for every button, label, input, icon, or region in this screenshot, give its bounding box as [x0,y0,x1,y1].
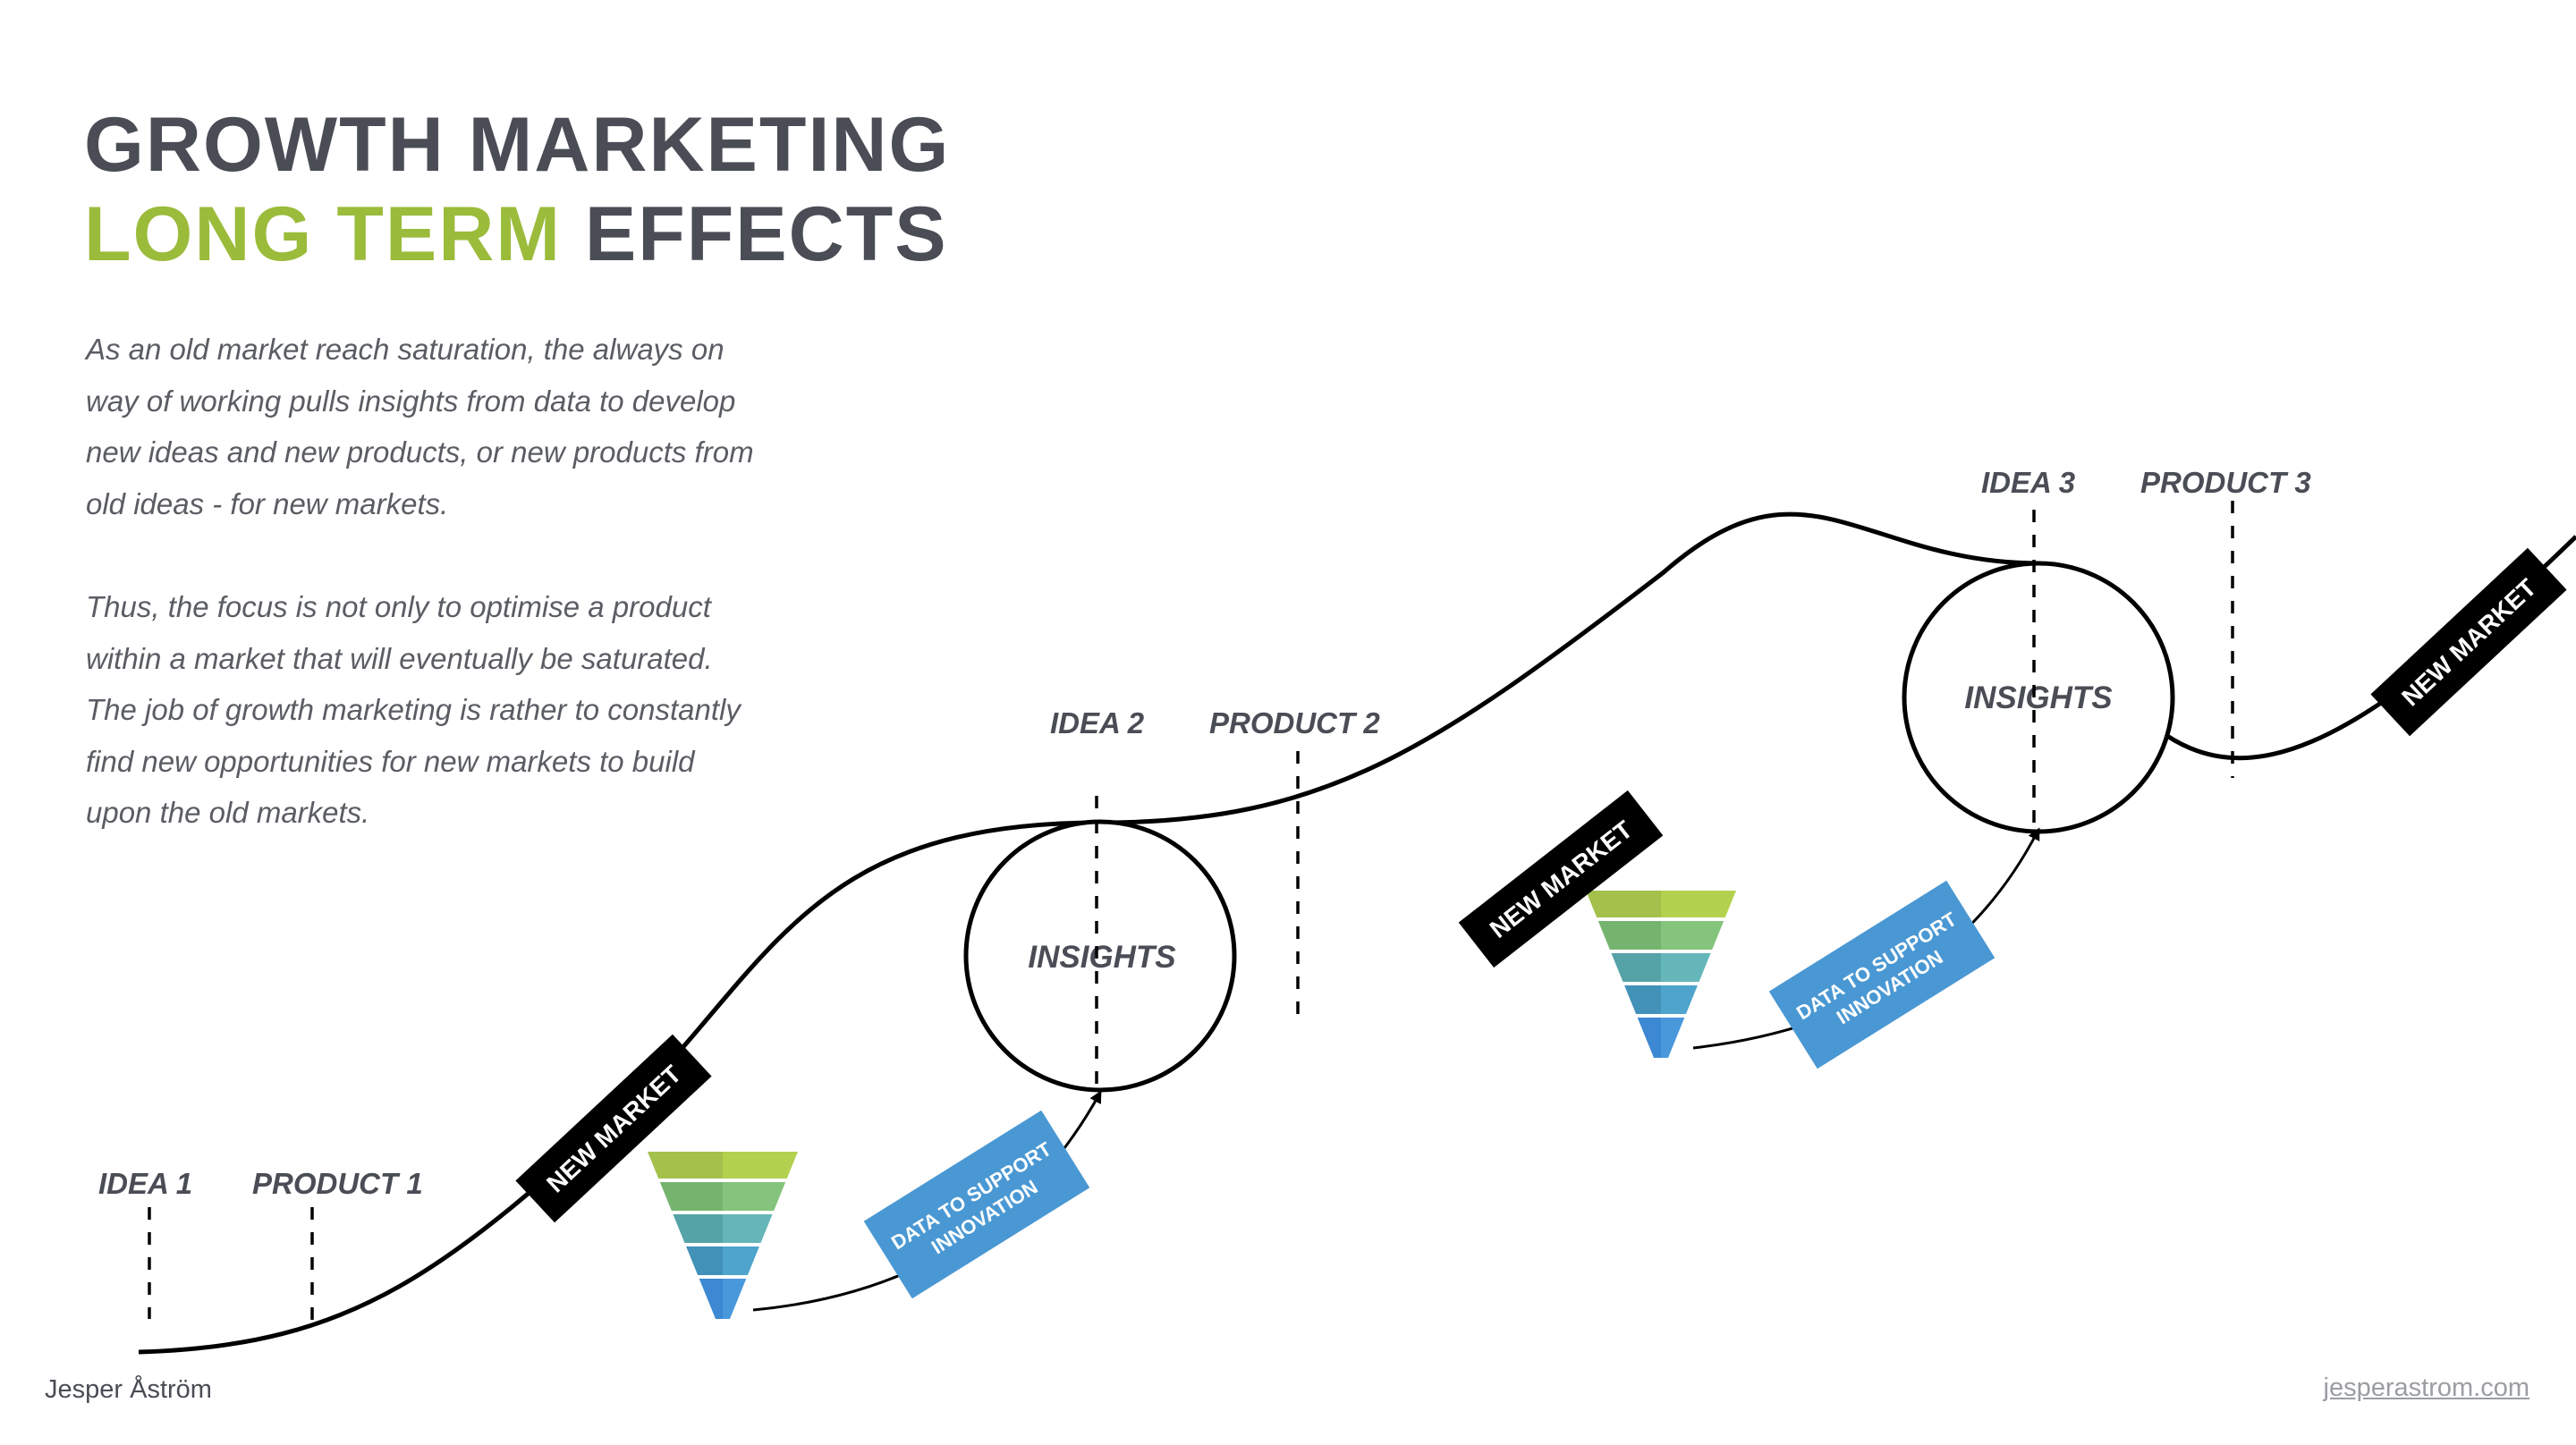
funnel-icon [1586,891,1736,1058]
insights-label-3: INSIGHTS [1964,680,2112,715]
title-highlight: LONG TERM [84,191,562,277]
title-line-2-rest: EFFECTS [584,191,948,277]
new-market-tag-3: NEW MARKET [2370,547,2567,737]
data-tag-2: DATA TO SUPPORT INNOVATION [1768,880,1996,1069]
website-link[interactable]: jesperastrom.com [2323,1373,2529,1402]
idea-3-label: IDEA 3 [1981,466,2075,499]
title-line-1: GROWTH MARKETING [84,102,951,188]
product-3-label: PRODUCT 3 [2140,466,2311,499]
growth-curve [138,511,2576,1355]
product-1-label: PRODUCT 1 [252,1167,423,1200]
product-2-label: PRODUCT 2 [1209,706,1380,739]
insights-label-2: INSIGHTS [1028,940,1175,975]
author-name: Jesper Åström [45,1375,212,1404]
idea-1-label: IDEA 1 [98,1167,192,1200]
idea-2-label: IDEA 2 [1050,706,1145,739]
insights-circle-2 [963,819,1237,1093]
new-market-label: NEW MARKET [2396,573,2541,711]
intro-paragraph-2: Thus, the focus is not only to optimise … [86,589,741,830]
intro-paragraph-1: As an old market reach saturation, the a… [86,333,754,520]
data-tag-1: DATA TO SUPPORT INNOVATION [863,1110,1090,1299]
funnel-icon [648,1152,798,1319]
page-title: GROWTH MARKETING LONG TERM EFFECTS [84,100,950,279]
intro-text: As an old market reach saturation, the a… [86,324,766,891]
